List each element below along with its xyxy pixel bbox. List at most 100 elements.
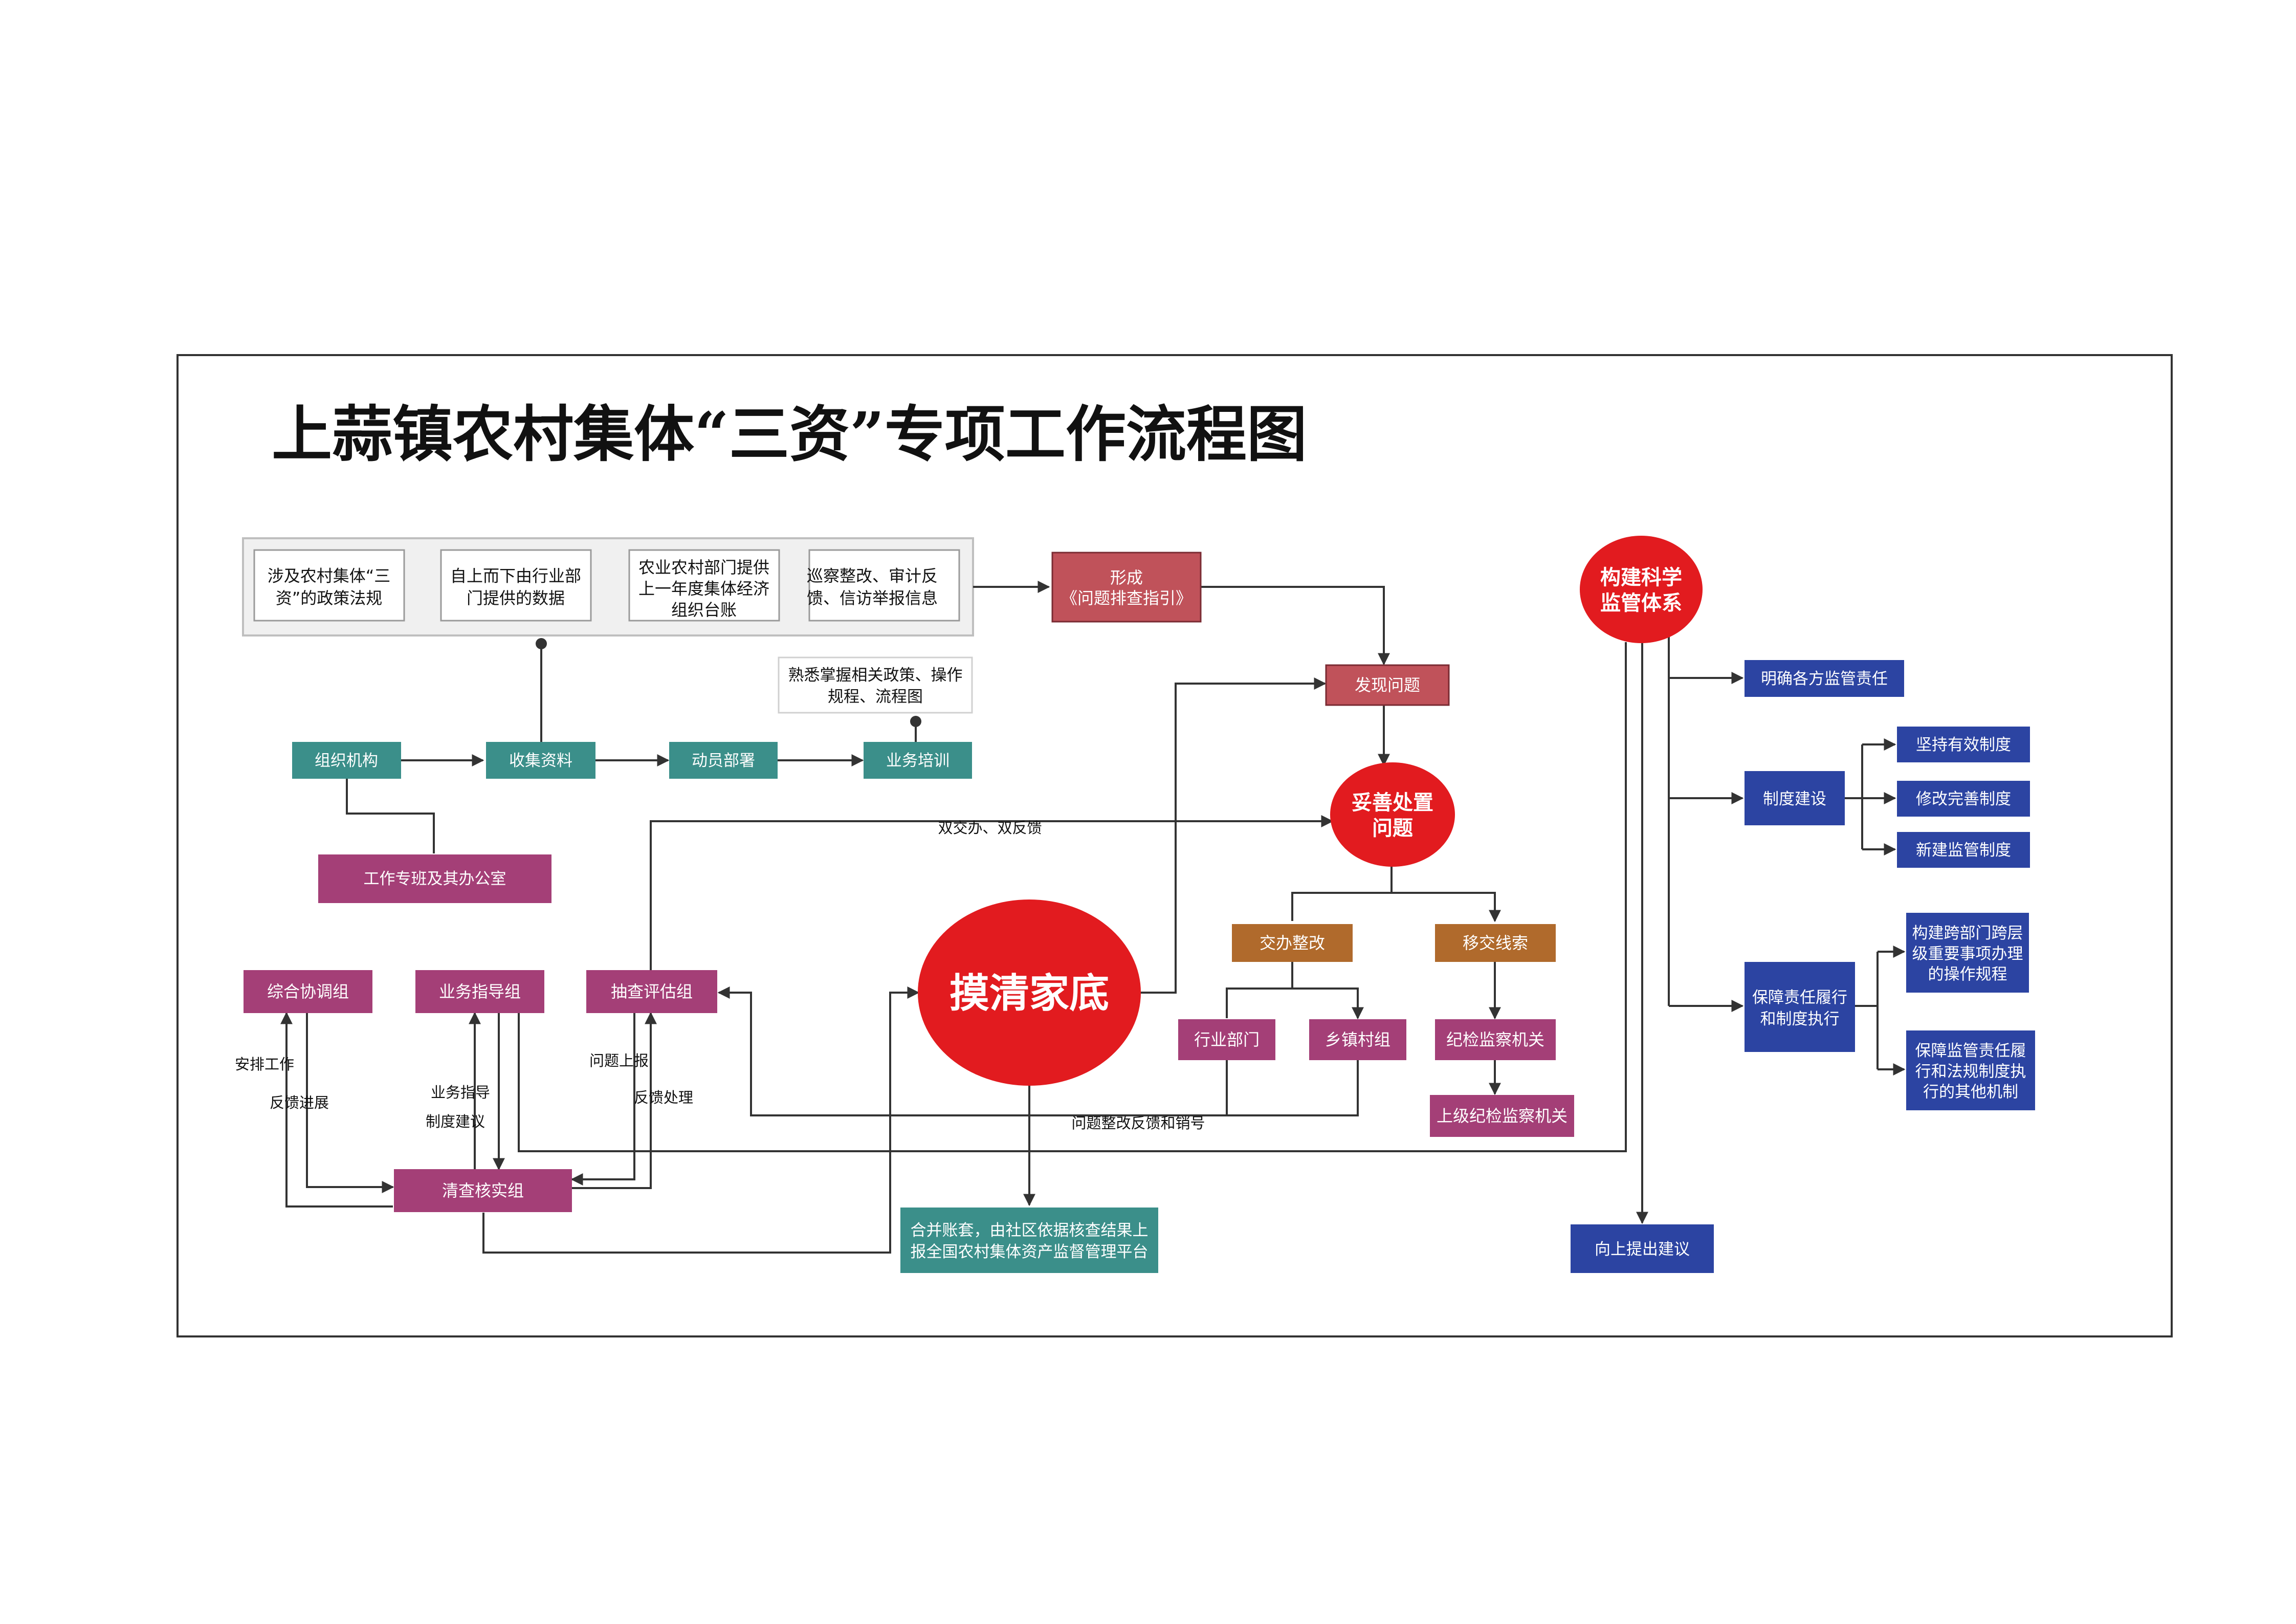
town-label: 乡镇村组 [1325, 1030, 1390, 1049]
guide-box-line1: 形成 [1110, 568, 1143, 587]
source-ledger: 农业农村部门提供上一年度集体经济组织台账 [628, 549, 780, 622]
transfer-box: 移交线索 [1435, 924, 1556, 962]
svg-text:保障监管责任履行和法规制度执行的其他机制: 保障监管责任履行和法规制度执行的其他机制 [1915, 1042, 2026, 1102]
resp-label: 明确各方监管责任 [1761, 670, 1888, 688]
merge-line1: 合并账套，由社区依据核查结果上 [911, 1221, 1149, 1240]
svg-text:自上而下由行业部门提供的数据: 自上而下由行业部门提供的数据 [450, 566, 581, 608]
assign-label: 交办整改 [1260, 933, 1325, 953]
label-feedback-progress: 反馈进展 [270, 1094, 329, 1111]
step-org-label: 组织机构 [315, 752, 378, 770]
ensure-line1: 保障责任履行 [1752, 989, 1847, 1007]
cross-line2: 级重要事项办理 [1912, 945, 2023, 963]
mqjd-circle: 摸清家底 [918, 899, 1141, 1086]
outer-frame [176, 354, 2173, 1337]
svg-text:熟悉掌握相关政策、操作规程、流程图: 熟悉掌握相关政策、操作规程、流程图 [788, 666, 963, 706]
assign-box: 交办整改 [1232, 924, 1353, 962]
merge-line2: 报全国农村集体资产监督管理平台 [911, 1243, 1149, 1261]
revise-label: 修改完善制度 [1916, 790, 2011, 808]
edge-labels: 双交办、双反馈 安排工作 反馈进展 业务指导 制度建议 问题上报 反馈处理 问题… [235, 819, 1205, 1132]
guide-box-line2: 《问题排查指引》 [1061, 588, 1192, 608]
verify-group-label: 清查核实组 [442, 1181, 524, 1200]
familiar-note-line1: 熟悉掌握相关政策、操作 [788, 666, 963, 685]
handle-line2: 问题 [1372, 817, 1413, 840]
keep-box: 坚持有效制度 [1897, 727, 2030, 762]
label-report: 问题上报 [589, 1052, 649, 1069]
coord-group-label: 综合协调组 [267, 982, 349, 1001]
label-arrange: 安排工作 [235, 1056, 294, 1073]
cross-line1: 构建跨部门跨层 [1912, 924, 2023, 942]
label-rectify: 问题整改反馈和销号 [1071, 1114, 1205, 1132]
industry-label: 行业部门 [1194, 1030, 1260, 1049]
verify-group: 清查核实组 [394, 1169, 572, 1212]
guide-box: 形成《问题排查指引》 [1051, 552, 1202, 623]
step-collect: 收集资料 [486, 742, 595, 779]
connectors [280, 581, 1906, 1254]
other-box: 保障监管责任履行和法规制度执行的其他机制 [1906, 1030, 2035, 1110]
keep-label: 坚持有效制度 [1916, 736, 2011, 754]
upper-disc-box: 上级纪检监察机关 [1430, 1095, 1574, 1137]
pin-dot-collect [536, 638, 547, 649]
inst-label: 制度建设 [1763, 790, 1826, 808]
newsys-box: 新建监管制度 [1897, 832, 2030, 868]
revise-box: 修改完善制度 [1897, 781, 2030, 817]
label-feedback-handle: 反馈处理 [634, 1089, 693, 1106]
svg-text:涉及农村集体“三资”的政策法规: 涉及农村集体“三资”的政策法规 [268, 566, 391, 608]
suggest-label: 向上提出建议 [1595, 1240, 1690, 1259]
other-line3: 行的其他机制 [1923, 1083, 2018, 1102]
step-train: 业务培训 [864, 742, 972, 779]
source-ledger-line2: 上一年度集体经济 [638, 579, 769, 599]
svg-text:形成《问题排查指引》: 形成《问题排查指引》 [1061, 568, 1192, 608]
svg-text:构建科学监管体系: 构建科学监管体系 [1600, 566, 1682, 615]
source-industry-line1: 自上而下由行业部 [450, 566, 581, 586]
disc-box: 纪检监察机关 [1435, 1019, 1556, 1060]
handle-problem-circle: 妥善处置问题 [1330, 762, 1455, 867]
step-train-label: 业务培训 [886, 752, 950, 770]
system-circle: 构建科学监管体系 [1580, 536, 1703, 643]
office-label: 工作专班及其办公室 [364, 870, 506, 888]
other-line1: 保障监管责任履 [1915, 1042, 2026, 1060]
handle-line1: 妥善处置 [1352, 791, 1433, 815]
coord-group: 综合协调组 [244, 970, 372, 1013]
label-sys-suggest: 制度建议 [426, 1113, 485, 1130]
source-policy: 涉及农村集体“三资”的政策法规 [253, 549, 405, 622]
sample-group: 抽查评估组 [586, 970, 717, 1013]
source-ledger-line1: 农业农村部门提供 [638, 558, 769, 577]
source-industry-line2: 门提供的数据 [467, 588, 565, 608]
inst-box: 制度建设 [1745, 771, 1845, 825]
suggest-box: 向上提出建议 [1571, 1224, 1714, 1273]
guide-group: 业务指导组 [415, 970, 544, 1013]
system-line2: 监管体系 [1600, 591, 1682, 615]
svg-text:农业农村部门提供上一年度集体经济组织台账: 农业农村部门提供上一年度集体经济组织台账 [638, 558, 769, 620]
transfer-label: 移交线索 [1463, 933, 1528, 953]
source-inspection-line2: 馈、信访举报信息 [807, 588, 938, 608]
find-problem-label: 发现问题 [1355, 675, 1420, 695]
label-biz-guide: 业务指导 [431, 1084, 490, 1101]
svg-text:构建跨部门跨层级重要事项办理的操作规程: 构建跨部门跨层级重要事项办理的操作规程 [1912, 924, 2023, 984]
svg-text:妥善处置问题: 妥善处置问题 [1352, 791, 1433, 840]
town-box: 乡镇村组 [1309, 1019, 1406, 1060]
mqjd-label: 摸清家底 [950, 971, 1109, 1017]
source-industry-data: 自上而下由行业部门提供的数据 [440, 549, 592, 622]
page-title: 上蒜镇农村集体“三资”专项工作流程图 [272, 399, 1307, 470]
svg-text:巡察整改、审计反馈、信访举报信息: 巡察整改、审计反馈、信访举报信息 [807, 566, 938, 608]
svg-text:保障责任履行和制度执行: 保障责任履行和制度执行 [1752, 989, 1847, 1028]
newsys-label: 新建监管制度 [1916, 841, 2011, 860]
office-box: 工作专班及其办公室 [318, 854, 551, 903]
resp-box: 明确各方监管责任 [1745, 660, 1904, 697]
ensure-box: 保障责任履行和制度执行 [1745, 962, 1855, 1052]
label-double: 双交办、双反馈 [938, 819, 1042, 837]
ensure-line2: 和制度执行 [1760, 1010, 1840, 1028]
source-policy-line1: 涉及农村集体“三 [268, 566, 391, 586]
step-mobilize: 动员部署 [669, 742, 778, 779]
step-collect-label: 收集资料 [509, 752, 572, 770]
sample-group-label: 抽查评估组 [611, 982, 693, 1001]
svg-text:合并账套，由社区依据核查结果上报全国农村集体资产监督管理平台: 合并账套，由社区依据核查结果上报全国农村集体资产监督管理平台 [911, 1221, 1149, 1261]
step-org: 组织机构 [292, 742, 401, 779]
familiar-note: 熟悉掌握相关政策、操作规程、流程图 [778, 656, 973, 714]
source-inspection: 巡察整改、审计反馈、信访举报信息 [807, 549, 960, 622]
source-inspection-line1: 巡察整改、审计反 [807, 566, 938, 586]
source-policy-line2: 资”的政策法规 [276, 588, 383, 608]
find-problem-box: 发现问题 [1325, 664, 1450, 706]
merge-box: 合并账套，由社区依据核查结果上报全国农村集体资产监督管理平台 [900, 1208, 1158, 1273]
